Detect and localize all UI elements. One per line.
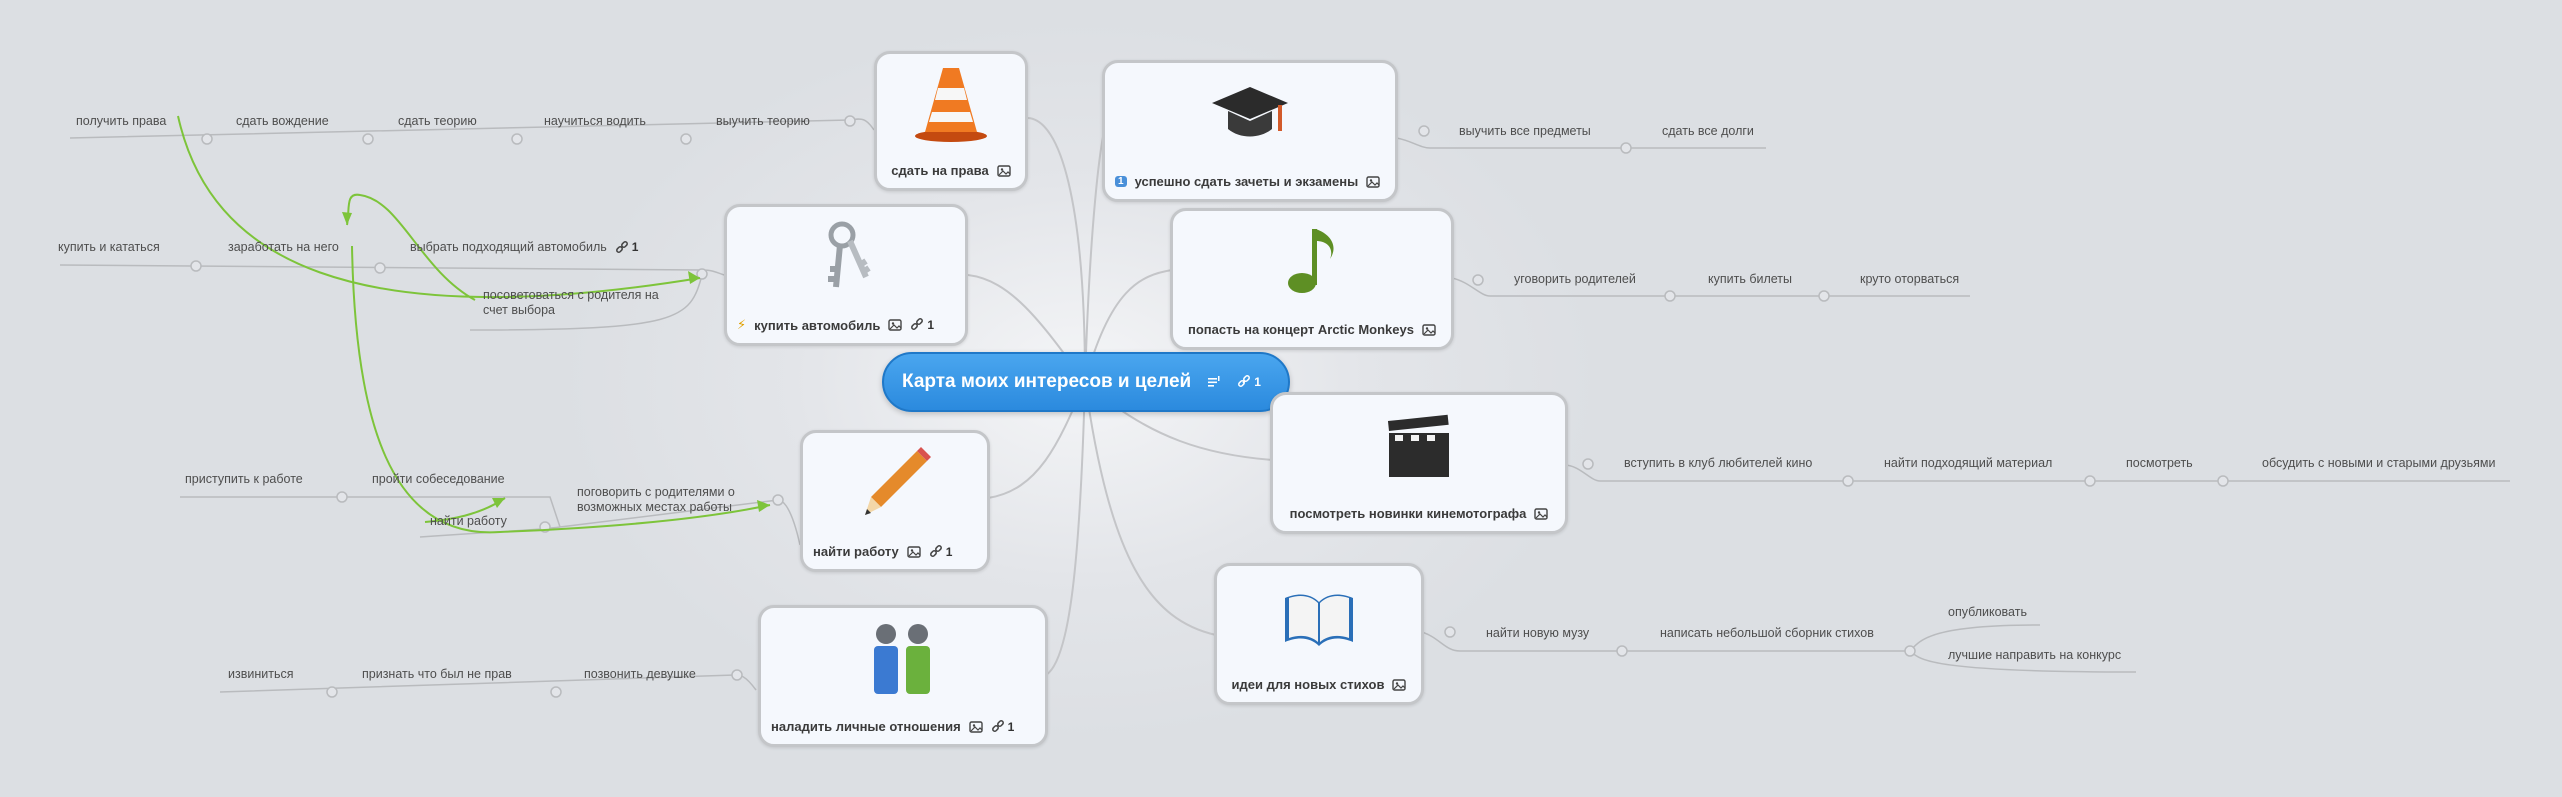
link-icon: [929, 544, 942, 557]
relation-advice-to-choose: [346, 193, 476, 301]
leaf-find-muse[interactable]: найти новую музу: [1486, 626, 1590, 640]
leaf-learn-driving[interactable]: научиться водить: [544, 114, 646, 128]
leaf-call-girlfriend[interactable]: позвонить девушке: [584, 667, 696, 681]
people-icon: [761, 618, 1045, 698]
image-icon[interactable]: [1392, 678, 1407, 692]
node-cinema-label: посмотреть новинки кинемотографа: [1289, 506, 1527, 521]
node-car[interactable]: ⚡ купить автомобиль 1: [724, 204, 968, 346]
open-book-icon: [1217, 576, 1421, 656]
link-icon: [1238, 375, 1251, 387]
relation-earn-to-talk: [351, 245, 771, 534]
leaf-ask-parents-choice[interactable]: посоветоваться с родителя на счет выбора: [483, 288, 659, 317]
leaf-learn-all-subjects[interactable]: выучить все предметы: [1459, 124, 1591, 138]
leaf-send-to-contest[interactable]: лучшие направить на конкурс: [1948, 648, 2122, 662]
leaf-talk-parents-job[interactable]: поговорить с родителями о возможных мест…: [577, 485, 735, 514]
leaf-buy-tickets[interactable]: купить билеты: [1708, 272, 1793, 286]
node-relations-link-chip[interactable]: 1: [991, 719, 1015, 734]
branch-exams: [1395, 137, 1766, 149]
edge-relations: [1045, 381, 1086, 676]
leaf-have-fun[interactable]: круто оторваться: [1860, 272, 1960, 286]
leaf-pass-theory[interactable]: сдать теорию: [398, 114, 477, 128]
leaf-buy-and-ride[interactable]: купить и кататься: [58, 240, 160, 254]
leaf-start-work[interactable]: приступить к работе: [185, 472, 303, 486]
node-relations[interactable]: наладить личные отношения 1: [758, 605, 1048, 747]
branch-cinema: [1563, 464, 2510, 482]
node-job-label: найти работу: [813, 544, 899, 559]
edge-poems: [1084, 381, 1217, 636]
leaf-choose-car-link-count: 1: [631, 240, 639, 254]
branch-concert: [1451, 277, 1970, 297]
image-icon[interactable]: [1422, 323, 1436, 337]
leaf-find-material[interactable]: найти подходящий материал: [1884, 456, 2053, 470]
leaf-write-collection[interactable]: написать небольшой сборник стихов: [1660, 626, 1874, 640]
node-poems-label: идеи для новых стихов: [1231, 677, 1385, 692]
leaf-choose-car[interactable]: выбрать подходящий автомобиль 1: [410, 240, 638, 255]
branch-car-advice: [469, 274, 703, 331]
central-link-chip[interactable]: 1: [1237, 375, 1261, 389]
lightning-icon: ⚡: [737, 317, 747, 332]
link-icon: [911, 318, 924, 330]
image-icon[interactable]: [888, 318, 903, 332]
node-poems[interactable]: идеи для новых стихов: [1214, 563, 1424, 705]
image-icon[interactable]: [968, 720, 983, 734]
node-job-link-chip[interactable]: 1: [929, 544, 953, 559]
image-icon[interactable]: [907, 545, 921, 559]
node-car-link-count: 1: [927, 318, 935, 332]
central-notes-icon[interactable]: [1207, 375, 1221, 389]
node-relations-link-count: 1: [1007, 719, 1015, 734]
leaf-apologize[interactable]: извиниться: [228, 667, 294, 681]
node-car-link-chip[interactable]: 1: [910, 318, 934, 332]
leaf-find-job[interactable]: найти работу: [430, 514, 507, 528]
link-icon: [991, 719, 1004, 732]
car-keys-icon: [727, 217, 965, 297]
leaf-pass-interview[interactable]: пройти собеседование: [372, 472, 505, 486]
leaf-get-license[interactable]: получить права: [76, 114, 167, 128]
branch-car: [59, 264, 725, 276]
node-car-label: купить автомобиль: [754, 317, 881, 333]
node-drive-license[interactable]: сдать на права: [874, 51, 1028, 191]
node-cinema[interactable]: посмотреть новинки кинемотографа: [1270, 392, 1568, 534]
relation-license-to-car: [177, 115, 701, 299]
central-link-count: 1: [1254, 375, 1261, 389]
node-job-link-count: 1: [945, 544, 953, 559]
pencil-icon: [803, 443, 987, 523]
node-exams[interactable]: 1 успешно сдать зачеты и экзамены: [1102, 60, 1398, 202]
image-icon[interactable]: [1366, 175, 1380, 189]
node-job[interactable]: найти работу 1: [800, 430, 990, 572]
branch-poems: [1421, 631, 1910, 652]
image-icon[interactable]: [997, 164, 1011, 178]
node-exams-label: успешно сдать зачеты и экзамены: [1134, 174, 1359, 189]
clapperboard-icon: [1273, 405, 1565, 485]
node-relations-label: наладить личные отношения: [771, 719, 961, 734]
central-title: Карта моих интересов и целей: [902, 371, 1192, 392]
leaf-pass-driving[interactable]: сдать вождение: [236, 114, 329, 128]
leaf-discuss-friends[interactable]: обсудить с новыми и старыми друзьями: [2262, 456, 2496, 470]
node-concert-label: попасть на концерт Arctic Monkeys: [1188, 322, 1414, 337]
leaf-join-film-club[interactable]: вступить в клуб любителей кино: [1624, 456, 1813, 470]
edge-drive: [1027, 117, 1086, 383]
image-icon[interactable]: [1534, 507, 1549, 521]
node-drive-license-label: сдать на права: [891, 163, 989, 178]
leaf-watch[interactable]: посмотреть: [2126, 456, 2193, 470]
leaf-learn-theory[interactable]: выучить теорию: [716, 114, 810, 128]
branch-job-2: [180, 496, 561, 528]
link-icon: [615, 240, 628, 253]
leaf-admit-wrong[interactable]: признать что был не прав: [362, 667, 512, 681]
info-icon: 1: [1115, 176, 1127, 187]
graduation-cap-icon: [1105, 73, 1395, 153]
leaf-publish[interactable]: опубликовать: [1948, 605, 2027, 619]
leaf-choose-car-label: выбрать подходящий автомобиль: [410, 240, 607, 254]
leaf-pass-debts[interactable]: сдать все долги: [1662, 124, 1754, 138]
leaf-earn-money[interactable]: заработать на него: [228, 240, 339, 254]
node-concert[interactable]: попасть на концерт Arctic Monkeys: [1170, 208, 1454, 350]
central-topic[interactable]: Карта моих интересов и целей 1: [882, 352, 1290, 412]
music-note-icon: [1173, 221, 1451, 301]
leaf-choose-car-link-chip[interactable]: 1: [615, 240, 639, 255]
traffic-cone-icon: [877, 64, 1025, 144]
leaf-persuade-parents[interactable]: уговорить родителей: [1514, 272, 1636, 286]
